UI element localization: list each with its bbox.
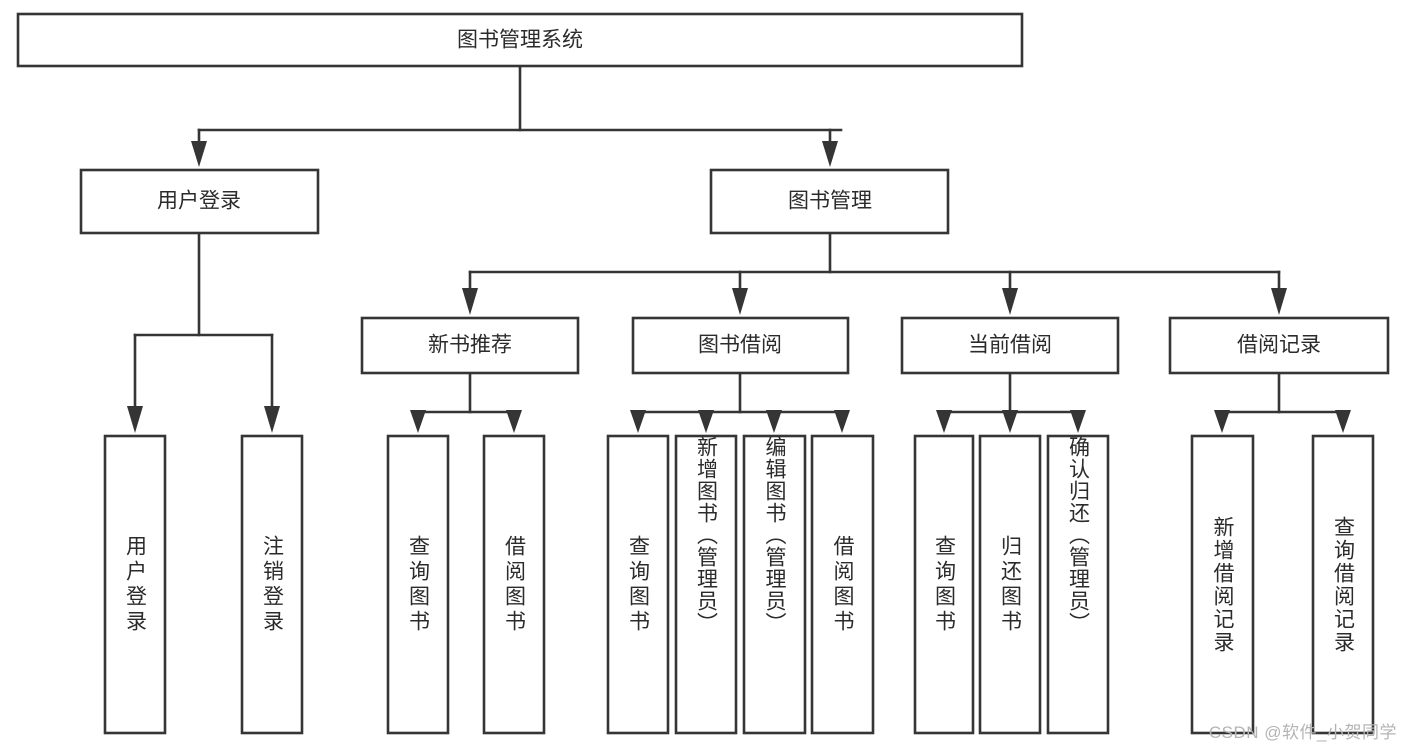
arrow-head-leaf-query-book-3 xyxy=(936,410,952,433)
node-box-leaf-borrow-book-2[interactable] xyxy=(810,434,875,735)
arrow-head-leaf-query-record xyxy=(1335,410,1351,433)
node-box-current-borrow[interactable] xyxy=(900,316,1120,375)
arrow-head-leaf-query-book-2 xyxy=(630,410,646,433)
node-label-current-borrow: 当前借阅 xyxy=(968,334,1052,357)
arrow-head-book-mgmt xyxy=(822,141,838,167)
node-box-book-borrow[interactable] xyxy=(631,316,850,375)
arrow-head-leaf-edit-book xyxy=(766,410,782,433)
node-box-root[interactable] xyxy=(16,12,1024,68)
arrow-head-leaf-return-book xyxy=(1002,410,1018,433)
node-label-book-mgmt: 图书管理 xyxy=(788,190,872,213)
node-box-leaf-edit-book[interactable] xyxy=(742,434,807,735)
arrow-head-leaf-query-book-1 xyxy=(410,410,426,433)
arrow-head-leaf-add-record xyxy=(1214,410,1230,433)
node-box-leaf-add-record[interactable] xyxy=(1190,434,1255,735)
node-box-new-book-rec[interactable] xyxy=(360,316,580,375)
connector-group-book-mgmt xyxy=(462,231,1287,315)
arrow-head-borrow-record xyxy=(1271,288,1287,315)
connector-group-root xyxy=(191,64,843,167)
arrow-head-leaf-logout xyxy=(264,406,280,433)
arrow-head-leaf-borrow-book-2 xyxy=(834,410,850,433)
arrow-head-leaf-borrow-book-1 xyxy=(506,410,522,433)
node-label-book-borrow: 图书借阅 xyxy=(698,334,782,357)
arrow-head-leaf-user-login xyxy=(127,406,143,433)
connector-group-borrow-record xyxy=(1214,371,1351,433)
connector-group-book-borrow xyxy=(630,371,850,433)
node-box-leaf-query-book-3[interactable] xyxy=(913,434,975,735)
node-label-borrow-record: 借阅记录 xyxy=(1237,334,1321,357)
node-box-book-mgmt[interactable] xyxy=(709,168,950,235)
arrow-head-leaf-add-book xyxy=(698,410,714,433)
node-box-user-login[interactable] xyxy=(79,168,320,235)
arrow-head-user-login xyxy=(191,141,207,167)
node-box-leaf-query-book-2[interactable] xyxy=(606,434,670,735)
node-box-leaf-borrow-book-1[interactable] xyxy=(482,434,546,735)
node-label-root: 图书管理系统 xyxy=(457,29,583,52)
csdn-watermark: CSDN @软件_小贺同学 xyxy=(1208,723,1397,742)
connector-group-new-book-rec xyxy=(410,371,522,433)
node-label-new-book-rec: 新书推荐 xyxy=(428,334,512,357)
connector-group-user-login xyxy=(127,231,280,433)
node-box-leaf-query-book-1[interactable] xyxy=(386,434,450,735)
arrow-head-leaf-confirm-return xyxy=(1070,410,1086,433)
node-box-leaf-add-book[interactable] xyxy=(674,434,738,735)
connector-group-current-borrow xyxy=(936,371,1086,433)
node-box-leaf-confirm-return[interactable] xyxy=(1046,434,1110,735)
arrow-head-new-book-rec xyxy=(462,288,478,315)
arrow-head-book-borrow xyxy=(732,288,748,315)
node-box-leaf-logout[interactable] xyxy=(240,434,304,735)
node-box-leaf-user-login[interactable] xyxy=(103,434,167,735)
arrow-head-current-borrow xyxy=(1002,288,1018,315)
node-box-borrow-record[interactable] xyxy=(1168,316,1390,375)
node-box-leaf-return-book[interactable] xyxy=(978,434,1042,735)
node-label-user-login: 用户登录 xyxy=(157,190,241,213)
node-box-leaf-query-record[interactable] xyxy=(1311,434,1375,735)
